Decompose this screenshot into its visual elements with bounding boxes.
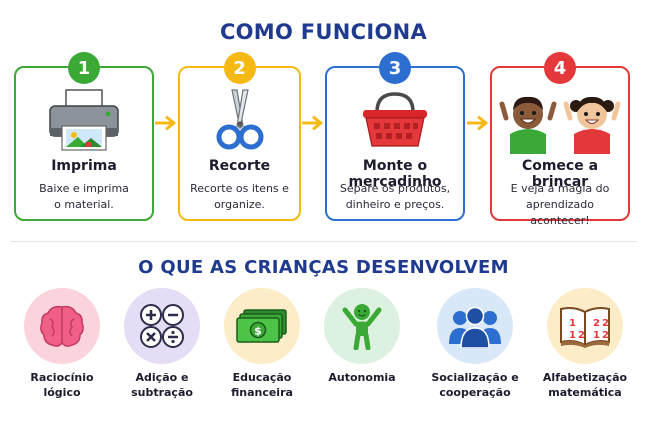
scissors-icon — [216, 89, 263, 150]
step-card-print: 1 Imprima Baixe e imprima o material. — [14, 52, 154, 221]
skill-label: Raciocínio lógico — [30, 371, 94, 399]
svg-text:2: 2 — [602, 330, 609, 341]
arrow-right-icon — [155, 116, 176, 130]
skill-icon-circle — [124, 288, 200, 364]
arrow-right-icon — [467, 116, 488, 130]
money-icon: $ — [236, 309, 287, 343]
skill-label: Autonomia — [328, 371, 396, 384]
skill-socialization: Socialização e cooperação — [427, 288, 523, 400]
step-description: Recorte os itens e organize. — [190, 182, 289, 211]
svg-text:2: 2 — [602, 318, 609, 329]
step-number-badge: 1 — [68, 52, 100, 84]
step-number-badge: 4 — [544, 52, 576, 84]
skill-icon-circle — [324, 288, 400, 364]
brain-icon — [40, 305, 84, 347]
skill-label: Socialização e cooperação — [431, 371, 519, 399]
skill-financial-education: $ Educação financeira — [214, 288, 310, 400]
step-title: Imprima — [51, 158, 117, 174]
svg-text:2: 2 — [593, 318, 600, 329]
step-number-badge: 3 — [379, 52, 411, 84]
svg-text:2: 2 — [578, 330, 585, 341]
svg-text:1: 1 — [569, 318, 576, 329]
skill-logical-reasoning: Raciocínio lógico — [14, 288, 110, 400]
happy-children-icon — [499, 96, 621, 154]
skill-label: Educação financeira — [231, 371, 293, 399]
skill-icon-circle — [437, 288, 513, 364]
step-card-cut: 2 Recorte Recorte os itens e organize. — [178, 52, 301, 221]
skill-icon-circle: 1 1 2 2 2 1 2 — [547, 288, 623, 364]
step-description: Separe os produtos, dinheiro e preços. — [339, 182, 451, 211]
person-raising-arms-icon — [342, 304, 382, 350]
svg-text:1: 1 — [593, 330, 600, 341]
skill-addition-subtraction: Adição e subtração — [114, 288, 210, 400]
skill-icon-circle: $ — [224, 288, 300, 364]
arrow-right-icon — [302, 116, 323, 130]
step-number-badge: 2 — [223, 52, 256, 84]
step-title: Recorte — [208, 158, 271, 174]
how-it-works-title: COMO FUNCIONA — [219, 20, 428, 44]
step-title: Comece a brincar — [521, 158, 599, 190]
math-operations-icon — [140, 304, 184, 348]
open-book-numbers-icon: 1 1 2 2 2 1 2 — [560, 307, 610, 348]
skill-label: Adição e subtração — [131, 371, 193, 399]
printer-icon — [49, 89, 119, 151]
step-card-market: 3 Monte o mercadinho Separe os produtos,… — [325, 52, 465, 221]
skill-icon-circle — [24, 288, 100, 364]
svg-text:$: $ — [254, 325, 262, 338]
skill-label: Alfabetização matemática — [542, 371, 628, 399]
group-people-icon — [449, 306, 501, 348]
step-card-play: 4 Comece a brincar E veja a magia do apr — [490, 52, 630, 227]
step-title: Monte o mercadinho — [348, 158, 442, 190]
shopping-basket-icon — [363, 92, 427, 147]
step-description: Baixe e imprima o material. — [39, 182, 129, 211]
skills-title: O QUE AS CRIANÇAS DESENVOLVEM — [138, 257, 509, 278]
skill-math-literacy: 1 1 2 2 2 1 2 Alfabetização matemática — [537, 288, 633, 400]
step-description: E veja a magia do aprendizado acontecer! — [510, 182, 610, 227]
skill-autonomy: Autonomia — [314, 288, 410, 385]
svg-text:1: 1 — [569, 330, 576, 341]
section-divider — [10, 241, 637, 242]
